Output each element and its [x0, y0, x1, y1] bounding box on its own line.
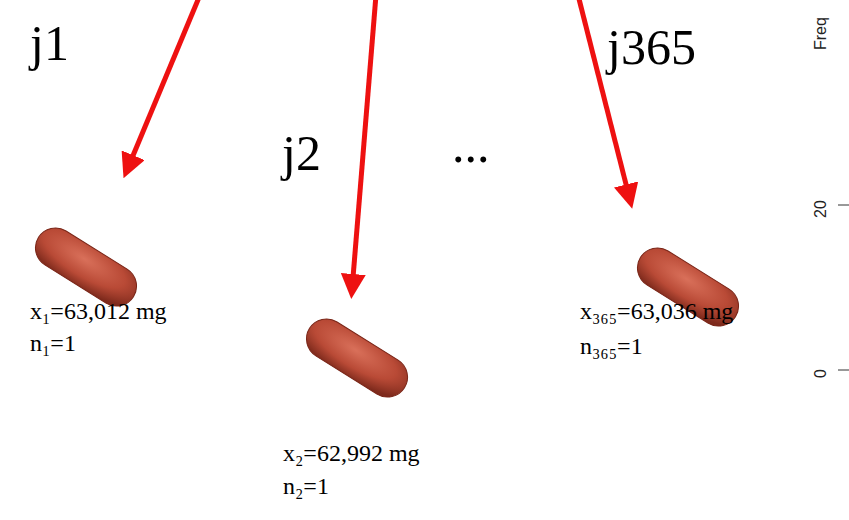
- stream-label: j2: [282, 126, 321, 181]
- axis-title: Freq: [812, 17, 830, 50]
- stream-label: j365: [607, 20, 696, 75]
- measurement-label: x₂=62,992 mg: [283, 440, 420, 466]
- measurement-label: x₃₆₅=63,036 mg: [580, 298, 733, 324]
- stream-label: j1: [30, 16, 69, 71]
- red-arrow: [127, 0, 200, 170]
- count-label: n₃₆₅=1: [580, 333, 643, 359]
- axis-tick-label: 20: [812, 200, 830, 218]
- ellipsis: ...: [452, 118, 490, 173]
- count-label: n₂=1: [283, 473, 329, 499]
- pill-capsule: [299, 311, 415, 404]
- red-arrow: [352, 0, 376, 290]
- measurement-label: x₁=63,012 mg: [30, 298, 167, 324]
- axis-tick-label: 0: [812, 369, 830, 378]
- axis-ticks: [838, 205, 849, 370]
- count-label: n₁=1: [30, 330, 76, 356]
